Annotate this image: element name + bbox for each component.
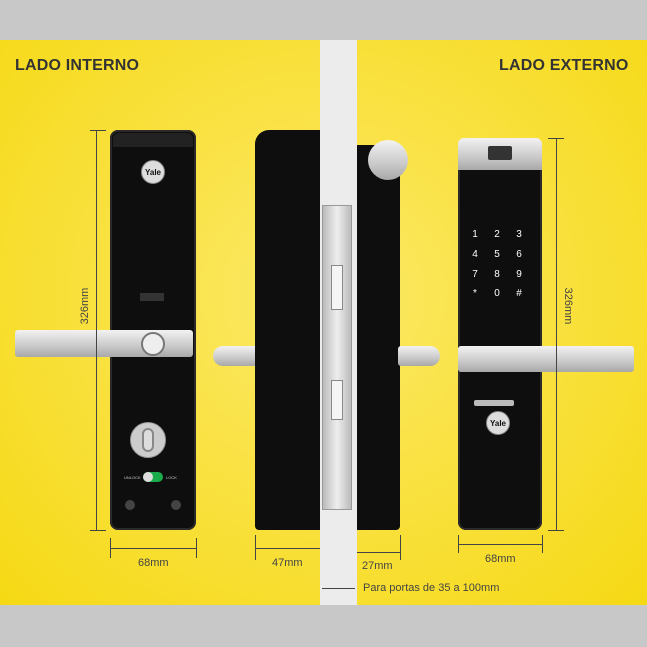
key-star[interactable]: * bbox=[473, 288, 477, 300]
key-cover bbox=[474, 400, 514, 406]
height-dimension-line bbox=[556, 138, 557, 530]
height-label-left: 326mm bbox=[79, 287, 91, 325]
key-3[interactable]: 3 bbox=[516, 229, 522, 240]
mortise-plate bbox=[322, 205, 352, 510]
handle-button[interactable] bbox=[141, 332, 165, 356]
width-label-left: 68mm bbox=[138, 557, 169, 569]
key-hash[interactable]: # bbox=[516, 288, 522, 300]
yale-logo: Yale bbox=[141, 160, 165, 184]
fingerprint-sensor-icon[interactable] bbox=[488, 146, 512, 160]
screw-icon bbox=[125, 500, 135, 510]
width-dimension-line bbox=[458, 544, 542, 545]
inside-label: LADO INTERNO bbox=[15, 57, 140, 74]
exterior-handle[interactable] bbox=[458, 346, 634, 372]
fingerprint-module bbox=[458, 138, 542, 170]
keypad[interactable]: 1 2 3 4 5 6 7 8 9 * 0 # bbox=[468, 228, 534, 302]
interior-handle[interactable] bbox=[15, 330, 193, 357]
screw-icon bbox=[171, 500, 181, 510]
depth-dimension-line bbox=[357, 552, 400, 553]
battery-slot bbox=[140, 293, 164, 301]
key-5[interactable]: 5 bbox=[494, 248, 500, 260]
height-label-right: 326mm bbox=[562, 287, 574, 325]
outside-label: LADO EXTERNO bbox=[499, 57, 629, 74]
lock-switch[interactable] bbox=[143, 472, 163, 482]
yale-logo: Yale bbox=[486, 411, 510, 435]
key-0[interactable]: 0 bbox=[494, 288, 500, 300]
outer-depth-label: 27mm bbox=[362, 560, 393, 572]
side-handle-inside bbox=[213, 346, 257, 366]
switch-lock-label: LOCK bbox=[166, 475, 177, 480]
inner-depth-label: 47mm bbox=[272, 557, 303, 569]
width-label-right: 68mm bbox=[485, 553, 516, 565]
key-8[interactable]: 8 bbox=[494, 268, 500, 280]
key-1[interactable]: 1 bbox=[472, 229, 478, 240]
width-dimension-line bbox=[110, 548, 196, 549]
side-handle-outside bbox=[398, 346, 440, 366]
key-7[interactable]: 7 bbox=[472, 268, 478, 280]
key-4[interactable]: 4 bbox=[472, 248, 478, 260]
key-6[interactable]: 6 bbox=[516, 248, 522, 260]
door-thickness-line bbox=[322, 588, 355, 589]
depth-dimension-line bbox=[255, 548, 320, 549]
key-9[interactable]: 9 bbox=[516, 268, 522, 280]
thumbturn-knob[interactable] bbox=[130, 422, 166, 458]
door-range-label: Para portas de 35 a 100mm bbox=[363, 582, 500, 594]
switch-unlock-label: UNLOCK bbox=[124, 475, 141, 480]
height-dimension-line bbox=[96, 130, 97, 530]
key-2[interactable]: 2 bbox=[494, 229, 500, 240]
